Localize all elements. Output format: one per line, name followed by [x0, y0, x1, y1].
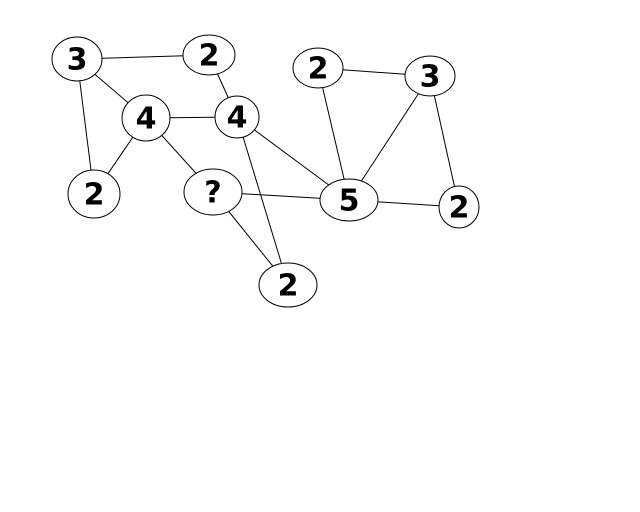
node-circle: [258, 262, 318, 308]
edge-layer: [76, 54, 460, 286]
node-label: 4: [227, 101, 248, 136]
node-circle: [67, 169, 121, 219]
node-label: 5: [339, 184, 360, 219]
node-circle: [404, 55, 456, 97]
node-label: 3: [420, 60, 441, 95]
node-label: 2: [278, 269, 299, 304]
node-circle: [438, 185, 480, 229]
graph-node: 4: [214, 95, 260, 139]
node-circle: [121, 94, 171, 142]
graph-node: 2: [182, 34, 236, 76]
node-circle: [51, 36, 103, 82]
node-circle: [182, 34, 236, 76]
edge-n8-n10: [317, 67, 350, 201]
edge-n9-n11: [429, 75, 460, 208]
node-circle: [319, 178, 379, 222]
graph-node: 2: [292, 47, 344, 89]
graph-node: 4: [121, 94, 171, 142]
node-label: ?: [204, 176, 221, 211]
node-label: 2: [84, 178, 105, 213]
node-label: 2: [308, 52, 329, 87]
graph-node: 3: [404, 55, 456, 97]
node-circle: [183, 168, 243, 216]
node-label: 4: [136, 102, 157, 137]
graph-node: 2: [258, 262, 318, 308]
node-circle: [292, 47, 344, 89]
node-label: 2: [449, 191, 470, 226]
edge-n4-n7: [236, 116, 289, 286]
node-circle: [214, 95, 260, 139]
node-label: 2: [199, 39, 220, 74]
graph-node: ?: [183, 168, 243, 216]
edge-n9-n10: [348, 75, 431, 201]
graph-node: 5: [319, 178, 379, 222]
graph-node: 2: [438, 185, 480, 229]
graph-node: 3: [51, 36, 103, 82]
graph-node: 2: [67, 169, 121, 219]
node-label: 3: [67, 43, 88, 78]
